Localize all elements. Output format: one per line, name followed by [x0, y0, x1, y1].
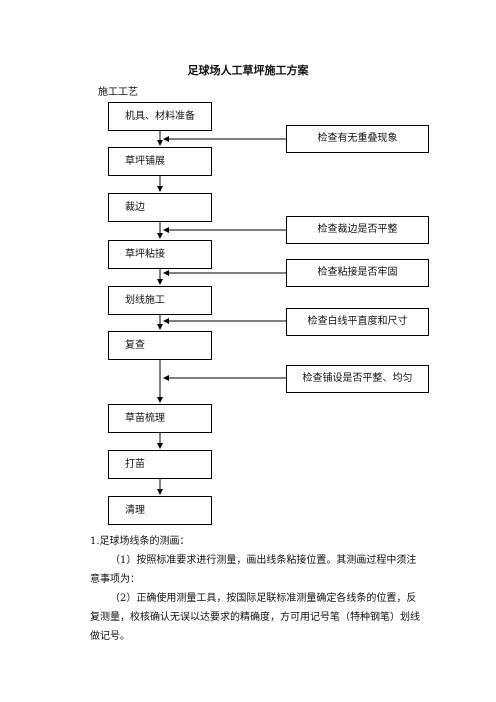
section-heading: 1.足球场线条的测画：	[90, 536, 190, 547]
step-equipment-prep: 机具、材料准备	[108, 102, 212, 131]
paragraph-2: （2）正确使用测量工具，按国际足联标准测量确定各线条的位置，反复测量，校核确认无…	[90, 593, 420, 642]
paragraph-1: （1）按照标准要求进行测量，画出线条粘接位置。其测画过程中须注意事项为：	[90, 555, 417, 585]
check-line-straightness: 检查白线平直度和尺寸	[286, 308, 429, 336]
step-cleanup: 清理	[108, 496, 212, 525]
step-seeding: 打苗	[108, 450, 212, 479]
step-line-marking: 划线施工	[108, 286, 212, 315]
check-overlap: 检查有无重叠现象	[286, 125, 429, 153]
check-bond-strength: 检查粘接是否牢固	[286, 259, 429, 287]
step-turf-bonding: 草坪粘接	[108, 240, 212, 269]
step-grass-combing: 草苗梳理	[108, 404, 212, 433]
step-recheck: 复查	[108, 331, 212, 360]
step-edge-trimming: 裁边	[108, 193, 212, 222]
step-turf-laying: 草坪铺展	[108, 147, 212, 176]
section-subtitle: 施工工艺	[98, 87, 138, 98]
check-laying-evenness: 检查铺设是否平整、均匀	[286, 365, 429, 393]
check-edge-flatness: 检查裁边是否平整	[286, 216, 429, 244]
document-title: 足球场人工草坪施工方案	[187, 64, 309, 77]
